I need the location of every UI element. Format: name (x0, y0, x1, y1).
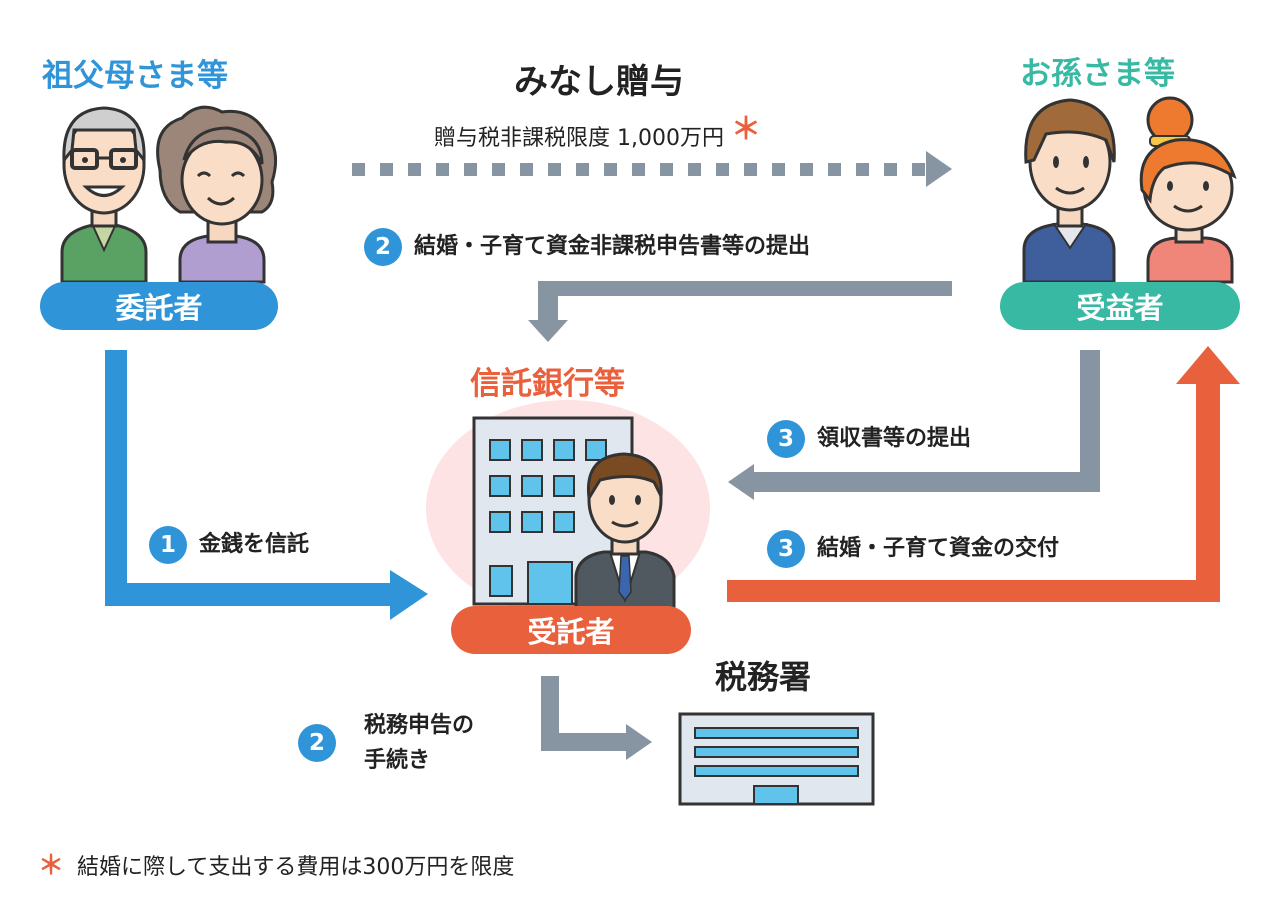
asterisk-icon: ＊ (730, 112, 761, 147)
grandmother-icon (156, 105, 278, 284)
arrow-tax-procedure (541, 676, 652, 760)
step-3-receipt: 3 領収書等の提出 (767, 420, 971, 458)
granddaughter-icon (1139, 96, 1237, 284)
step-label-line-1: 税務申告の (364, 713, 475, 738)
step-number-badge: 3 (767, 420, 805, 458)
truster-badge: 委託者 (40, 282, 278, 330)
arrow-fund-payout (727, 346, 1240, 602)
arrow-trust-money (105, 350, 428, 620)
step-number-badge: 2 (298, 724, 336, 763)
step-label-line-2: 手続き (364, 748, 431, 774)
gift-title: みなし贈与 (514, 62, 684, 102)
tax-office-building-icon (678, 712, 875, 806)
grandson-icon (1022, 98, 1116, 284)
step-1-trust-money: 1 金銭を信託 (149, 526, 309, 564)
arrow-receipt-submission (728, 350, 1100, 500)
step-number-badge: 1 (149, 526, 187, 564)
step-number-badge: 2 (364, 228, 402, 266)
bank-title: 信託銀行等 (470, 366, 625, 402)
gift-limit: 贈与税非課税限度 1,000万円 ＊ (434, 110, 761, 154)
banker-icon (574, 452, 676, 610)
gift-limit-text: 贈与税非課税限度 1,000万円 (434, 126, 724, 151)
asterisk-icon: ＊ (38, 851, 65, 881)
dotted-gift-arrow (352, 151, 952, 187)
step-label: 税務申告の 手続き (364, 708, 474, 778)
grandfather-icon (60, 106, 148, 284)
footnote: ＊ 結婚に際して支出する費用は300万円を限度 (38, 845, 514, 882)
step-label: 領収書等の提出 (817, 426, 972, 452)
step-number-badge: 3 (767, 530, 805, 568)
tax-office-title: 税務署 (715, 658, 812, 696)
footnote-text: 結婚に際して支出する費用は300万円を限度 (77, 855, 515, 880)
beneficiary-badge: 受益者 (1000, 282, 1240, 330)
trustee-badge: 受託者 (451, 606, 691, 654)
step-2-application: 2 結婚・子育て資金非課税申告書等の提出 (364, 228, 810, 266)
step-label: 金銭を信託 (199, 532, 310, 558)
step-label: 結婚・子育て資金非課税申告書等の提出 (414, 234, 811, 260)
arrow-application-to-bank (528, 281, 952, 342)
grandchildren-title: お孫さま等 (1020, 56, 1175, 92)
grandparents-title: 祖父母さま等 (42, 58, 228, 94)
step-label: 結婚・子育て資金の交付 (817, 536, 1060, 562)
step-3-payout: 3 結婚・子育て資金の交付 (767, 530, 1059, 568)
step-2-tax-procedure: 2 税務申告の 手続き (298, 708, 474, 778)
